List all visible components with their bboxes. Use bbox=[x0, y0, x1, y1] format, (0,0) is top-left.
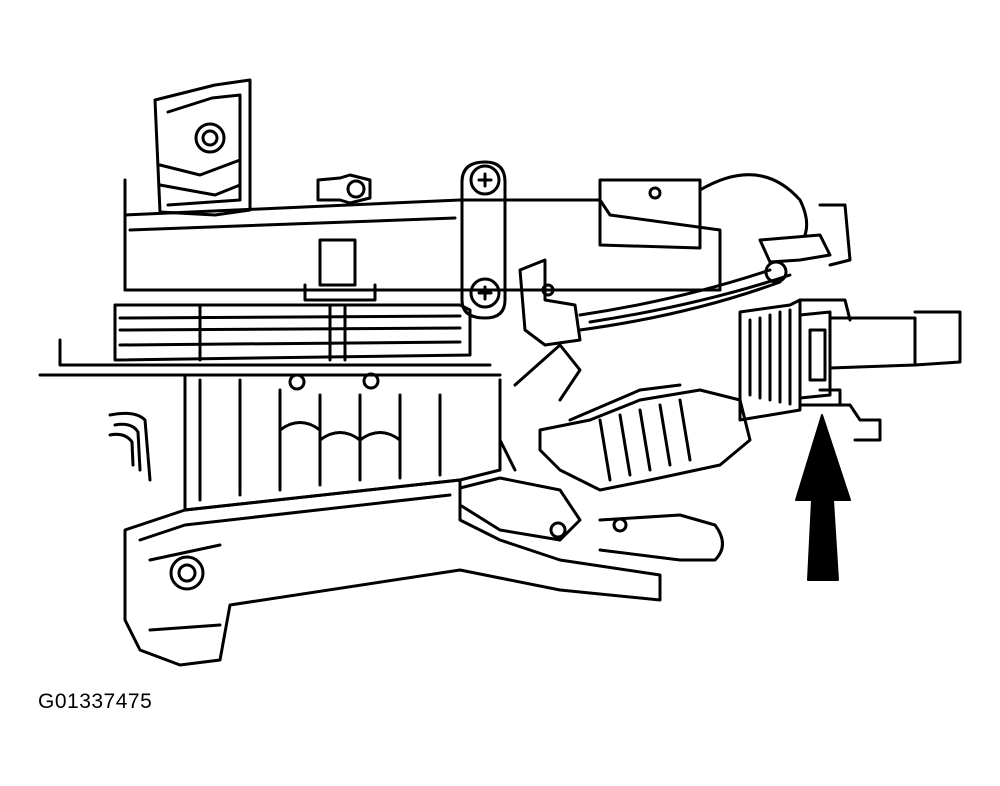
left-edge-wires bbox=[108, 411, 152, 482]
tilt-lever-strap bbox=[460, 160, 507, 320]
ribbed-frame bbox=[38, 303, 502, 377]
up-arrow-icon bbox=[795, 414, 851, 581]
lower-mounting-bracket bbox=[123, 478, 662, 667]
wiring-connector bbox=[518, 203, 852, 347]
lock-housing-block bbox=[598, 173, 809, 250]
upper-mounting-bracket bbox=[153, 78, 252, 217]
top-bolt bbox=[316, 173, 372, 205]
lower-cone-assembly bbox=[458, 343, 752, 562]
figure-id-label: G01337475 bbox=[38, 690, 153, 713]
ignition-switch bbox=[738, 298, 962, 442]
lower-frame bbox=[183, 372, 502, 512]
column-housing bbox=[123, 178, 722, 302]
